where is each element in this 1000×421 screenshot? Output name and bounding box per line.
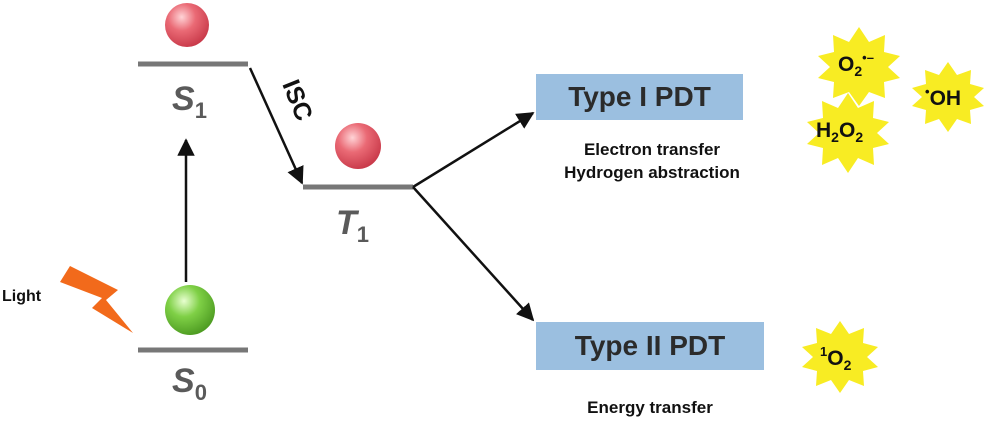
singlet-oxygen-base: O (827, 347, 844, 370)
s1-state-label: S1 (172, 80, 207, 124)
peroxide-burst (807, 93, 889, 173)
type2-caption: Energy transfer (587, 398, 713, 417)
superoxide-sub: 2 (854, 63, 863, 79)
type1-arrow (412, 111, 535, 189)
type1-caption-line1: Electron transfer (583, 140, 721, 159)
t1-state-label: T1 (336, 204, 369, 248)
hydroxyl-burst (912, 62, 984, 132)
s1-subscript: 1 (194, 98, 207, 123)
singlet-oxygen-sub: 2 (843, 357, 852, 373)
superoxide-base: O (838, 53, 855, 76)
peroxide-sub2: 2 (855, 129, 864, 145)
type2-pdt-label: Type II PDT (574, 330, 726, 361)
t1-excited-electron (335, 123, 381, 169)
superoxide-sup: •– (862, 50, 874, 65)
singlet-oxygen-burst (802, 321, 878, 393)
s0-letter: S (172, 362, 195, 400)
isc-label: ISC (276, 76, 318, 125)
type1-pdt-label: Type I PDT (568, 81, 711, 112)
light-label: Light (2, 288, 42, 305)
type2-arrow (412, 186, 535, 322)
type1-caption: Electron transfer Hydrogen abstraction (532, 138, 772, 184)
hydroxyl-sup: • (925, 84, 930, 99)
peroxide-label: H2O2 (816, 119, 863, 145)
singlet-oxygen-label: 1O2 (820, 344, 851, 373)
s1-excited-electron (165, 3, 209, 47)
singlet-oxygen-sup: 1 (820, 344, 828, 359)
type1-pdt-box: Type I PDT (536, 74, 743, 120)
hydroxyl-base: OH (929, 87, 962, 110)
superoxide-burst (818, 27, 900, 106)
t1-subscript: 1 (356, 222, 370, 247)
s0-ground-electron (165, 285, 215, 335)
peroxide-base1: H (816, 119, 832, 142)
t1-letter: T (336, 204, 357, 242)
s1-letter: S (172, 80, 195, 118)
lightning-bolt-icon (60, 266, 133, 333)
type2-pdt-box: Type II PDT (536, 322, 764, 370)
peroxide-base2: O (838, 119, 856, 142)
peroxide-sub1: 2 (831, 129, 839, 145)
s0-subscript: 0 (194, 380, 207, 405)
superoxide-label: O2•– (838, 50, 874, 79)
s0-state-label: S0 (172, 362, 207, 406)
type1-caption-line2: Hydrogen abstraction (564, 163, 740, 182)
hydroxyl-label: •OH (925, 84, 961, 111)
isc-arrow (248, 67, 304, 185)
